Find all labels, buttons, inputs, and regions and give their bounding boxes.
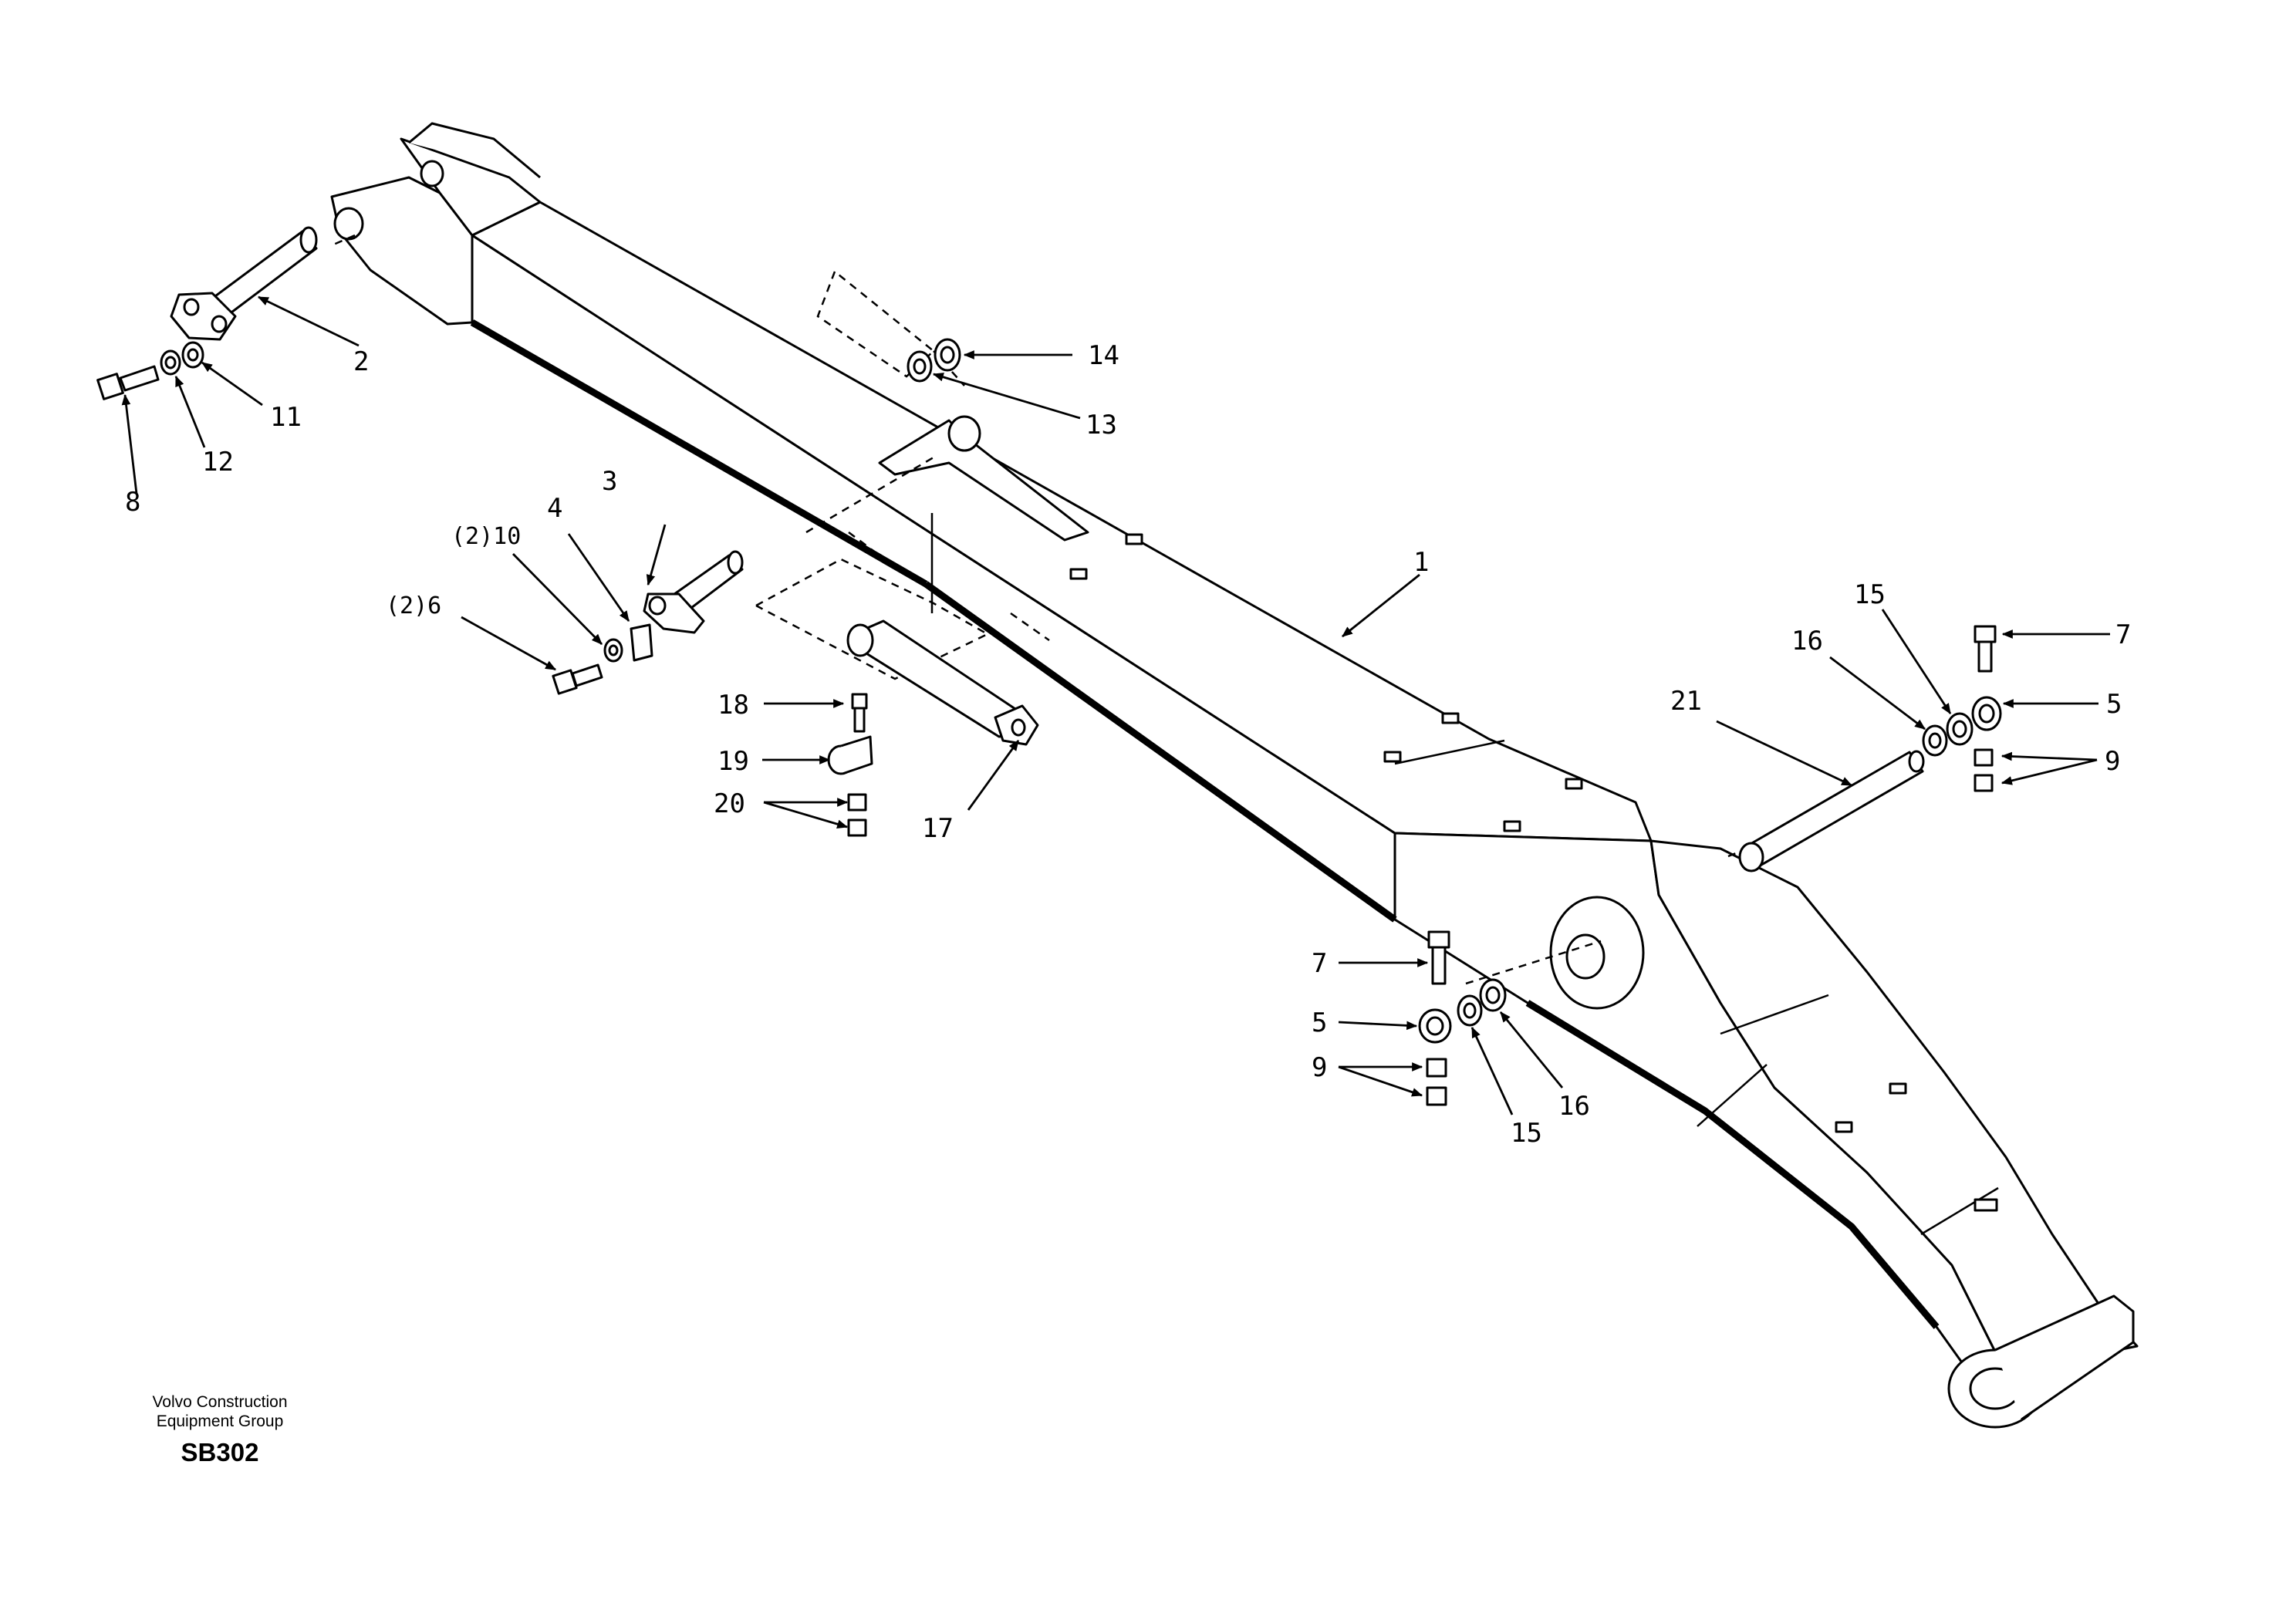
washer-part-11: [181, 341, 204, 369]
callout-19: 19: [718, 746, 749, 777]
bolt-part-7-right: [1974, 625, 1997, 673]
callout-14: 14: [1088, 340, 1119, 371]
nut-part-20b: [847, 818, 867, 837]
pin-part-21: [1738, 750, 1925, 872]
nut-part-9b-right: [1974, 774, 1994, 792]
callout-16-right: 16: [1791, 626, 1823, 656]
callout-8: 8: [125, 487, 140, 518]
washer-part-15-center: [1457, 994, 1483, 1027]
bolt-part-8: [96, 365, 160, 400]
bolt-part-6: [552, 663, 603, 695]
callout-9-center: 9: [1312, 1052, 1327, 1083]
cylinder-part-17: [846, 619, 1039, 746]
callout-18: 18: [718, 690, 749, 721]
washer-part-16-center: [1479, 978, 1507, 1012]
callout-2: 2: [353, 346, 369, 377]
nut-part-9a-center: [1426, 1058, 1447, 1078]
callout-7-center: 7: [1312, 948, 1327, 979]
bushing-part-5-right: [1971, 696, 2002, 731]
boom-structure: [330, 122, 2139, 1429]
washer-part-16-right: [1922, 724, 1948, 757]
callout-1: 1: [1413, 547, 1429, 578]
callout-7-right: 7: [2115, 619, 2131, 650]
drawing-code: SB302: [181, 1438, 259, 1466]
callout-20: 20: [714, 788, 745, 819]
washer-part-13: [907, 350, 933, 383]
callout-6: (2)6: [386, 592, 441, 619]
org-name-line-2: Equipment Group: [156, 1412, 284, 1430]
callout-5-center: 5: [1312, 1007, 1327, 1038]
org-name-line-1: Volvo Construction: [152, 1393, 288, 1411]
callout-15-center: 15: [1511, 1118, 1542, 1149]
callout-16-center: 16: [1558, 1091, 1590, 1122]
washer-part-15-right: [1946, 712, 1974, 746]
bushing-part-19: [827, 735, 873, 775]
callout-5-right: 5: [2106, 689, 2122, 720]
callout-13: 13: [1086, 410, 1117, 440]
bolt-part-7-center: [1427, 930, 1450, 985]
washer-part-10: [603, 638, 623, 663]
plate-part-4: [630, 623, 653, 662]
callout-10: (2)10: [451, 523, 521, 550]
callout-12: 12: [202, 447, 234, 478]
drawing-footer: Volvo Construction Equipment Group SB302: [116, 1392, 324, 1467]
bolt-part-18: [851, 693, 868, 733]
callout-11: 11: [270, 402, 302, 433]
washer-part-14: [934, 338, 961, 372]
callout-9-right: 9: [2105, 746, 2120, 777]
nut-part-20a: [847, 793, 867, 812]
pin-part-2: [170, 226, 318, 341]
callout-4: 4: [547, 493, 562, 524]
callout-labels: 1 2 3 4 (2)10 (2)6 8 11 12 13 14 17 18 1…: [125, 340, 2131, 1149]
nut-part-9b-center: [1426, 1086, 1447, 1106]
callout-3: 3: [602, 466, 617, 497]
bushing-part-5-center: [1418, 1008, 1452, 1044]
callout-17: 17: [922, 813, 954, 844]
nut-part-12: [160, 349, 181, 376]
pin-part-3: [643, 550, 744, 634]
callout-15-right: 15: [1854, 579, 1886, 610]
nut-part-9a-right: [1974, 748, 1994, 767]
leader-lines: [121, 295, 2110, 1115]
hardware-parts: [96, 226, 2002, 1106]
callout-21: 21: [1670, 686, 1702, 717]
